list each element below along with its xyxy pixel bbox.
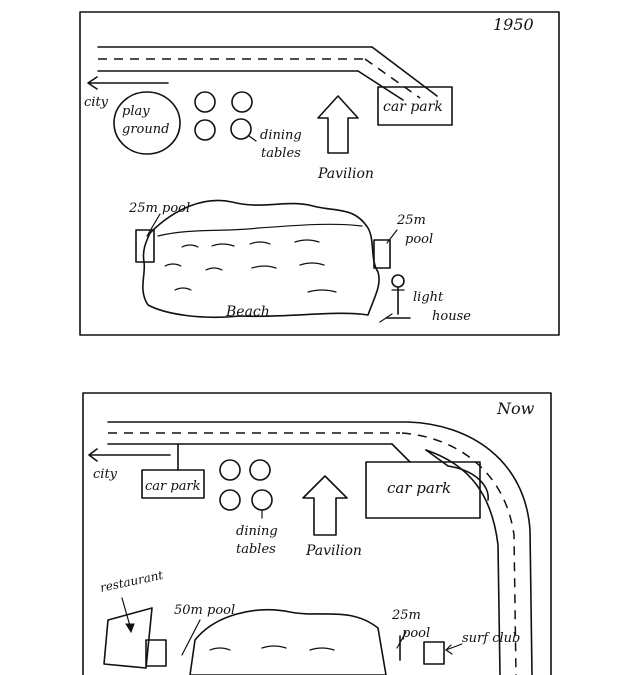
pavilion-label-1950: Pavilion: [317, 166, 374, 182]
surf-club-label: surf club: [462, 631, 520, 646]
beach-1950: [142, 199, 380, 319]
beach-now: [189, 609, 387, 675]
year-label-1950: 1950: [493, 15, 534, 34]
car-park-label-1950: car park: [383, 99, 443, 115]
dining-tables-now-label-1: dining: [236, 524, 278, 539]
road-1950: [97, 46, 438, 101]
dining-tables-1950: [194, 91, 257, 142]
city-label-1950: city: [84, 95, 109, 110]
playground-label-1: play: [122, 104, 150, 119]
restaurant-label: restaurant: [99, 568, 165, 595]
dining-tables-now-label-2: tables: [236, 542, 276, 557]
dining-tables-label-2: tables: [261, 146, 301, 161]
map-1950-frame: [79, 11, 560, 336]
pool-50m-now: [145, 639, 167, 667]
pool-right-1950: [373, 239, 391, 269]
pool-25m-label-1: 25m: [391, 608, 421, 623]
playground-label-2: ground: [122, 122, 169, 137]
lighthouse-label-1: light: [413, 290, 444, 305]
pavilion-now: [302, 475, 348, 536]
dining-tables-now: [219, 459, 273, 519]
beach-shoreline-1950: [157, 223, 363, 237]
map-now-frame: [82, 392, 552, 675]
pool-left-1950: [135, 229, 155, 263]
car-park-small-label: car park: [145, 479, 201, 494]
pavilion-label-now: Pavilion: [305, 543, 362, 559]
car-park-large-now: [365, 461, 481, 519]
pool-right-label-1: 25m: [396, 213, 426, 228]
playground-1950: [113, 91, 181, 155]
dining-tables-label-1: dining: [260, 128, 302, 143]
pool-right-label-2: pool: [405, 232, 433, 247]
car-park-small-now: [141, 469, 205, 499]
pool-25m-label-2: pool: [402, 626, 430, 641]
year-label-now: Now: [496, 399, 535, 418]
lighthouse-label-2: house: [432, 309, 471, 324]
city-arrow-1950: [87, 76, 169, 90]
waves-1950: [164, 239, 337, 293]
surf-club-now: [423, 641, 445, 665]
pavilion-1950: [317, 95, 359, 154]
car-park-1950: [377, 86, 453, 126]
pool-50m-label: 50m pool: [174, 603, 235, 618]
city-arrow-now: [88, 448, 171, 462]
lighthouse-1950: [379, 274, 411, 323]
car-park-large-label: car park: [387, 479, 451, 497]
road-now: [107, 421, 533, 675]
pool-left-label-1950: 25m pool: [128, 201, 190, 216]
map-now: Now city car park car park: [82, 392, 552, 675]
restaurant-now: [103, 607, 153, 669]
beach-label-1950: Beach: [225, 304, 270, 320]
city-label-now: city: [93, 467, 118, 482]
map-1950: 1950 city play ground dining tables: [79, 11, 560, 336]
